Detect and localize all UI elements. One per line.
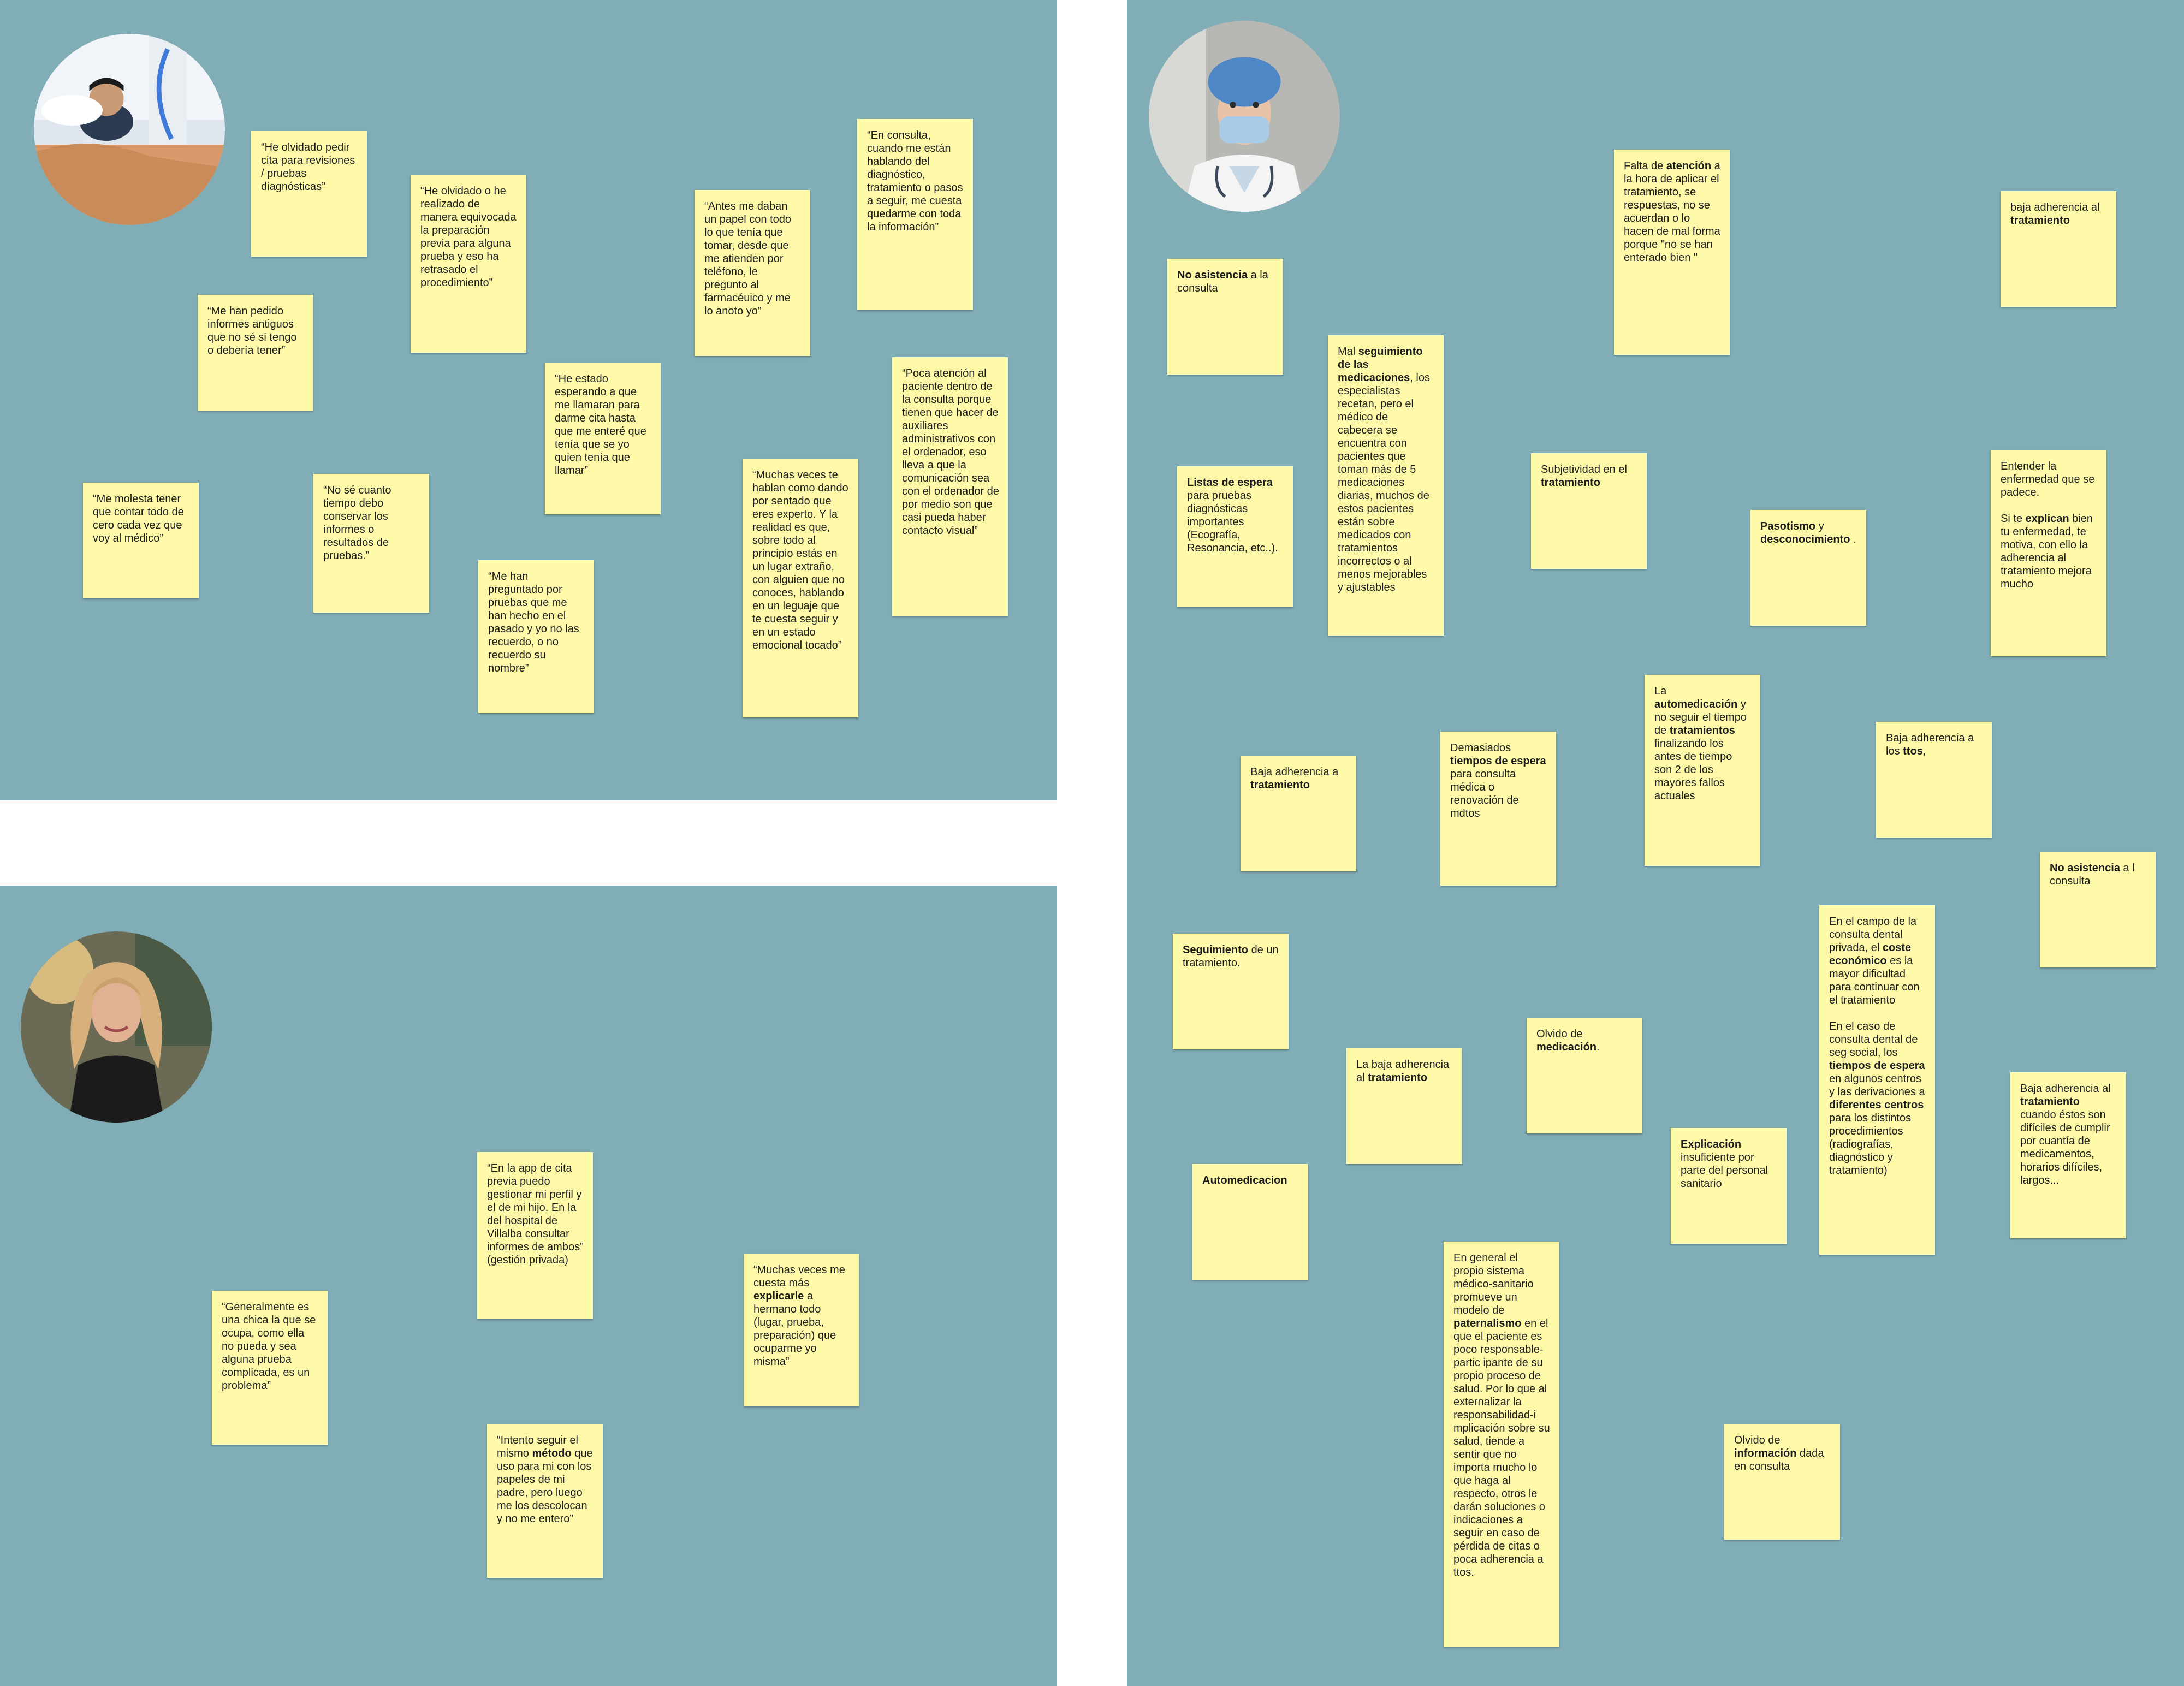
sticky-note[interactable]: Pasotismo y desconocimiento . <box>1750 510 1866 626</box>
sticky-note[interactable]: “No sé cuanto tiempo debo conservar los … <box>313 474 429 613</box>
sticky-note[interactable]: “He olvidado pedir cita para revisiones … <box>251 131 367 257</box>
sticky-note[interactable]: baja adherencia al tratamiento <box>2001 191 2116 307</box>
sticky-note[interactable]: Olvido de información dada en consulta <box>1724 1424 1840 1540</box>
sticky-note[interactable]: “Generalmente es una chica la que se ocu… <box>212 1291 328 1445</box>
sticky-note[interactable]: “He estado esperando a que me llamaran p… <box>545 363 661 514</box>
sticky-note[interactable]: No asistencia a la consulta <box>1167 259 1283 375</box>
sticky-note[interactable]: Entender la enfermedad que se padece.Si … <box>1991 450 2106 656</box>
sticky-note[interactable]: Listas de espera para pruebas diagnóstic… <box>1177 466 1293 607</box>
sticky-note[interactable]: Explicación insuficiente por parte del p… <box>1671 1128 1787 1244</box>
sticky-note[interactable]: “Antes me daban un papel con todo lo que… <box>695 190 810 356</box>
sticky-note[interactable]: “Poca atención al paciente dentro de la … <box>892 357 1008 616</box>
sticky-note[interactable]: La automedicación y no seguir el tiempo … <box>1645 675 1760 866</box>
sticky-note[interactable]: Olvido de medicación. <box>1527 1018 1642 1133</box>
sticky-note[interactable]: Subjetividad en el tratamiento <box>1531 453 1647 569</box>
sticky-note[interactable]: La baja adherencia al tratamiento <box>1346 1048 1462 1164</box>
doctor-avatar <box>1149 21 1340 212</box>
sticky-note[interactable]: “He olvidado o he realizado de manera eq… <box>411 175 526 353</box>
sticky-note[interactable]: En el campo de la consulta dental privad… <box>1819 905 1935 1255</box>
sticky-note[interactable]: No asistencia a l consulta <box>2040 852 2156 967</box>
sticky-note[interactable]: “Intento seguir el mismo método que uso … <box>487 1424 603 1578</box>
sticky-note[interactable]: “En la app de cita previa puedo gestiona… <box>477 1152 593 1319</box>
sticky-note[interactable]: En general el propio sistema médico-sani… <box>1444 1242 1559 1647</box>
patient-man-avatar <box>34 34 225 225</box>
sticky-note[interactable]: “Muchas veces te hablan como dando por s… <box>743 459 858 717</box>
sticky-note[interactable]: Baja adherencia al tratamiento cuando és… <box>2010 1072 2126 1238</box>
sticky-note[interactable]: Baja adherencia a tratamiento <box>1241 756 1356 871</box>
sticky-note[interactable]: Mal seguimiento de las medicaciones, los… <box>1328 335 1444 636</box>
sticky-note[interactable]: “Me molesta tener que contar todo de cer… <box>83 483 199 598</box>
sticky-note[interactable]: “Me han pedido informes antiguos que no … <box>198 295 313 411</box>
caregiver-woman-avatar <box>21 931 212 1123</box>
sticky-note[interactable]: Demasiados tiempos de espera para consul… <box>1440 732 1556 886</box>
sticky-note[interactable]: “Me han preguntado por pruebas que me ha… <box>478 560 594 713</box>
sticky-note[interactable]: “En consulta, cuando me están hablando d… <box>857 119 973 310</box>
sticky-note[interactable]: Baja adherencia a los ttos, <box>1876 722 1992 838</box>
sticky-note[interactable]: Seguimiento de un tratamiento. <box>1173 934 1289 1049</box>
sticky-note[interactable]: Automedicacion <box>1192 1164 1308 1280</box>
sticky-note[interactable]: Falta de atención a la hora de aplicar e… <box>1614 150 1730 355</box>
sticky-note[interactable]: “Muchas veces me cuesta más explicarle a… <box>744 1254 859 1406</box>
